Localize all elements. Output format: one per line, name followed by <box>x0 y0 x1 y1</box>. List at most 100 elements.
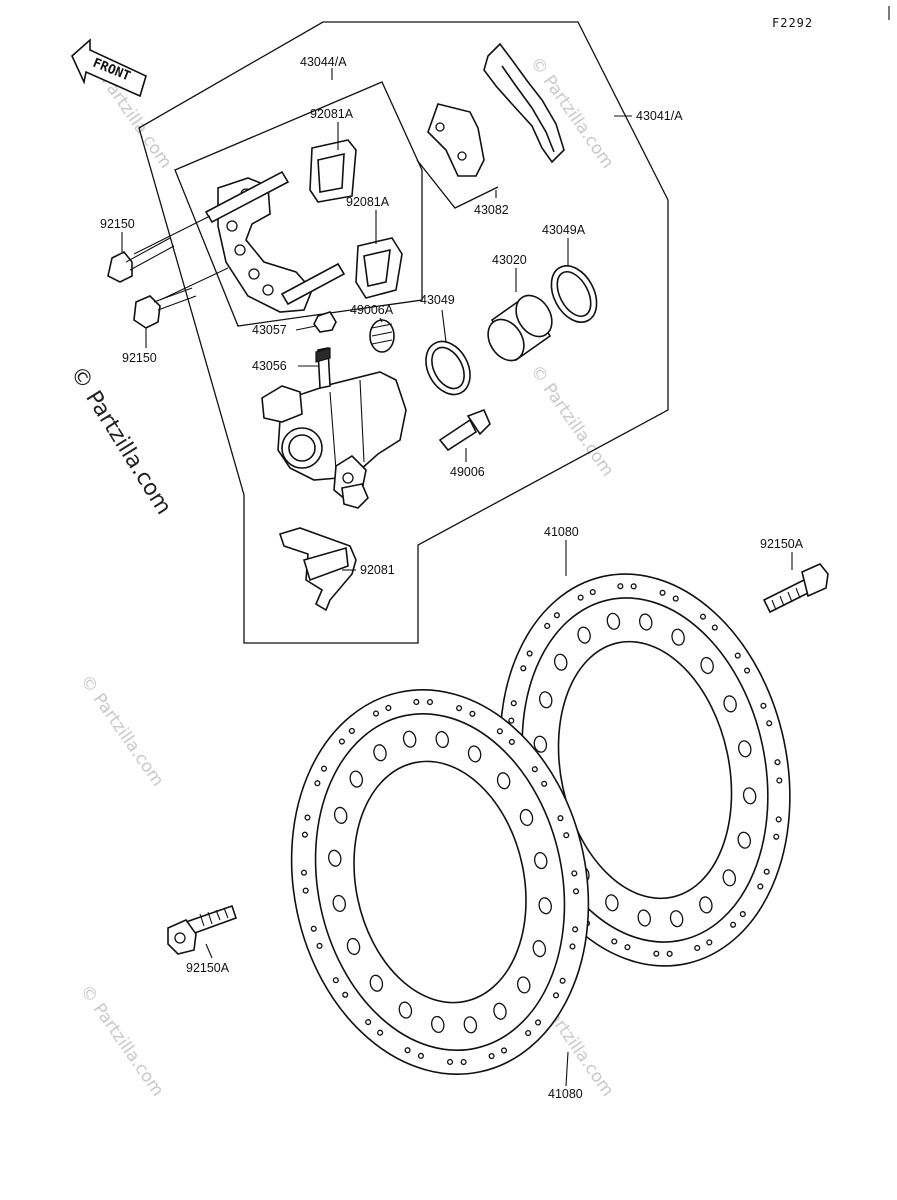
disc-hole <box>577 626 591 644</box>
disc-hole <box>737 831 752 849</box>
brake-pad-outer <box>483 42 565 164</box>
disc-vent-hole <box>535 1019 542 1026</box>
disc-vent-hole <box>365 1019 372 1026</box>
disc-hole <box>699 896 713 914</box>
disc-vent-hole <box>553 612 560 619</box>
disc-vent-hole <box>757 883 764 890</box>
disc-hole <box>723 695 737 713</box>
disc-hole <box>431 1015 445 1034</box>
bleed-cap <box>313 311 337 333</box>
disc-vent-hole <box>496 728 503 735</box>
disc-vent-hole <box>302 887 309 894</box>
disc-vent-hole <box>300 869 308 876</box>
disc-hole <box>671 628 685 646</box>
disc-vent-hole <box>426 699 434 706</box>
leader-lines <box>121 68 793 1087</box>
label-92081A-lower: 92081A <box>346 195 390 209</box>
disc-vent-hole <box>763 868 770 875</box>
label-43082: 43082 <box>474 203 509 217</box>
disc-hole <box>369 974 384 992</box>
caliper-assembly-outline <box>138 21 669 644</box>
disc-vent-hole <box>557 815 564 822</box>
disc-hole <box>496 772 511 790</box>
disc-vent-hole <box>653 950 660 957</box>
dust-seal <box>550 265 598 323</box>
disc-vent-hole <box>572 888 580 895</box>
disc-hole <box>738 740 752 758</box>
front-arrow-icon: FRONT <box>71 38 147 98</box>
disc-vent-hole <box>659 589 666 596</box>
disc-vent-hole <box>446 1058 454 1065</box>
disc-vent-hole <box>508 738 515 745</box>
disc-hole <box>533 852 548 870</box>
label-92150-upper: 92150 <box>100 217 135 231</box>
disc-vent-hole <box>413 698 420 706</box>
label-49006: 49006 <box>450 465 485 479</box>
disc-hole <box>533 735 548 753</box>
disc-hole <box>435 730 449 749</box>
disc-hole <box>742 787 757 805</box>
disc-vent-hole <box>552 992 560 999</box>
label-43041A: 43041/A <box>636 109 683 123</box>
label-43056: 43056 <box>252 359 287 373</box>
disc-vent-hole <box>314 780 321 787</box>
disc-vent-hole <box>694 944 701 951</box>
disc-vent-hole <box>332 977 339 984</box>
pad-spring-bottom <box>278 527 357 612</box>
piston <box>487 294 553 362</box>
disc-hole <box>605 894 619 912</box>
disc-vent-hole <box>500 1047 508 1054</box>
disc-vent-hole <box>672 595 679 602</box>
disc-vent-hole <box>760 702 767 709</box>
pad-spring-upper <box>309 139 357 203</box>
bleed-valve <box>315 347 331 389</box>
disc-hole <box>349 770 364 788</box>
disc-vent-hole <box>460 1058 467 1066</box>
disc-vent-hole <box>508 717 515 724</box>
disc-vent-hole <box>572 926 579 933</box>
disc-vent-hole <box>310 925 317 932</box>
brake-pad-inner <box>427 103 485 177</box>
disc-vent-hole <box>559 977 566 984</box>
disc-vent-hole <box>510 700 517 707</box>
bracket-bolt-lower <box>133 287 197 329</box>
disc-vent-hole <box>526 650 533 657</box>
disc-hole <box>538 691 553 709</box>
label-92150A-right: 92150A <box>760 537 804 551</box>
disc-vent-hole <box>774 759 781 766</box>
disc-vent-hole <box>342 991 349 998</box>
disc-hole <box>467 745 482 763</box>
watermark-6: © Partzilla.com <box>76 981 168 1100</box>
disc-hole <box>398 1001 413 1019</box>
label-92150-lower: 92150 <box>122 351 157 365</box>
diagram-code: F2292 <box>772 16 813 30</box>
bolt-upper-axis <box>133 215 211 255</box>
disc-vent-hole <box>699 613 707 620</box>
disc-vent-hole <box>589 589 596 596</box>
disc-vent-hole <box>776 777 783 784</box>
disc-vent-hole <box>304 814 311 821</box>
disc-vent-hole <box>766 720 773 727</box>
bracket-bolt-upper <box>107 237 175 283</box>
pin-bolt <box>438 408 491 452</box>
disc-hole <box>463 1016 478 1034</box>
disc-vent-hole <box>404 1047 411 1054</box>
disc-bolt-left <box>167 904 238 955</box>
disc-vent-hole <box>338 738 345 745</box>
disc-hole <box>669 910 684 928</box>
label-92081: 92081 <box>360 563 395 577</box>
disc-vent-hole <box>385 704 392 711</box>
disc-bolt-right <box>762 563 829 614</box>
disc-vent-hole <box>630 583 637 590</box>
disc-vent-hole <box>417 1052 424 1059</box>
disc-vent-hole <box>706 939 713 946</box>
disc-vent-hole <box>730 921 737 928</box>
disc-hole <box>493 1002 507 1020</box>
disc-hole <box>328 849 342 867</box>
disc-vent-hole <box>377 1029 384 1036</box>
disc-vent-hole <box>520 665 527 672</box>
disc-hole <box>402 730 417 748</box>
disc-vent-hole <box>320 765 328 772</box>
disc-vent-hole <box>525 1030 532 1037</box>
disc-hole <box>332 894 347 912</box>
